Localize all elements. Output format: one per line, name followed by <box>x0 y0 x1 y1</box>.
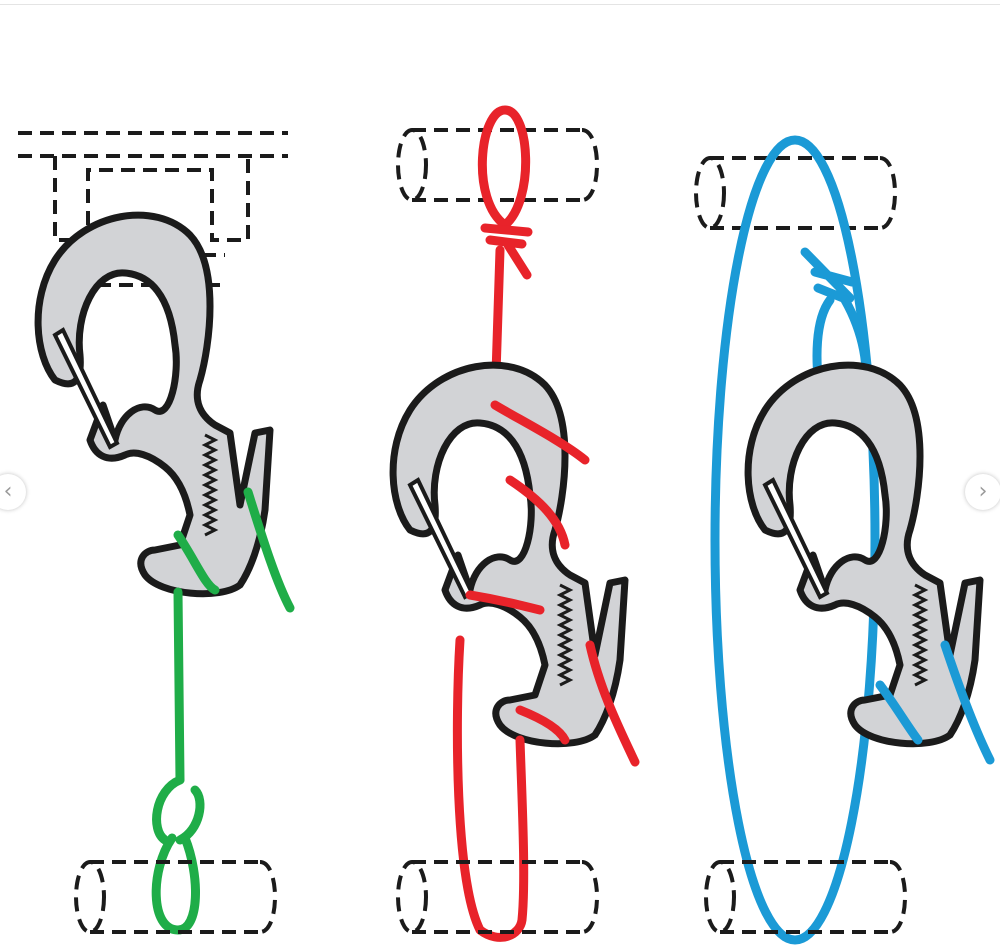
bar-icon <box>396 860 599 934</box>
rope-icon <box>151 487 295 935</box>
top-divider <box>0 4 1000 5</box>
rope-icon <box>477 105 533 410</box>
bar-icon <box>694 156 897 230</box>
carabiner-hook-icon <box>38 215 270 594</box>
panel-hang-from-bracket <box>18 131 295 935</box>
panel-loop-through-hook <box>393 105 640 942</box>
bar-icon <box>396 128 599 202</box>
chevron-right-icon[interactable]: › <box>965 474 1000 510</box>
carabiner-hook-icon <box>748 365 980 744</box>
panel-loop-around-bars <box>694 135 995 945</box>
bar-icon <box>74 860 277 934</box>
rope-icon-wraps <box>452 400 640 942</box>
bar-icon <box>704 860 907 934</box>
carabiner-hook-icon <box>393 365 625 744</box>
rope-icon-wraps <box>875 640 995 765</box>
